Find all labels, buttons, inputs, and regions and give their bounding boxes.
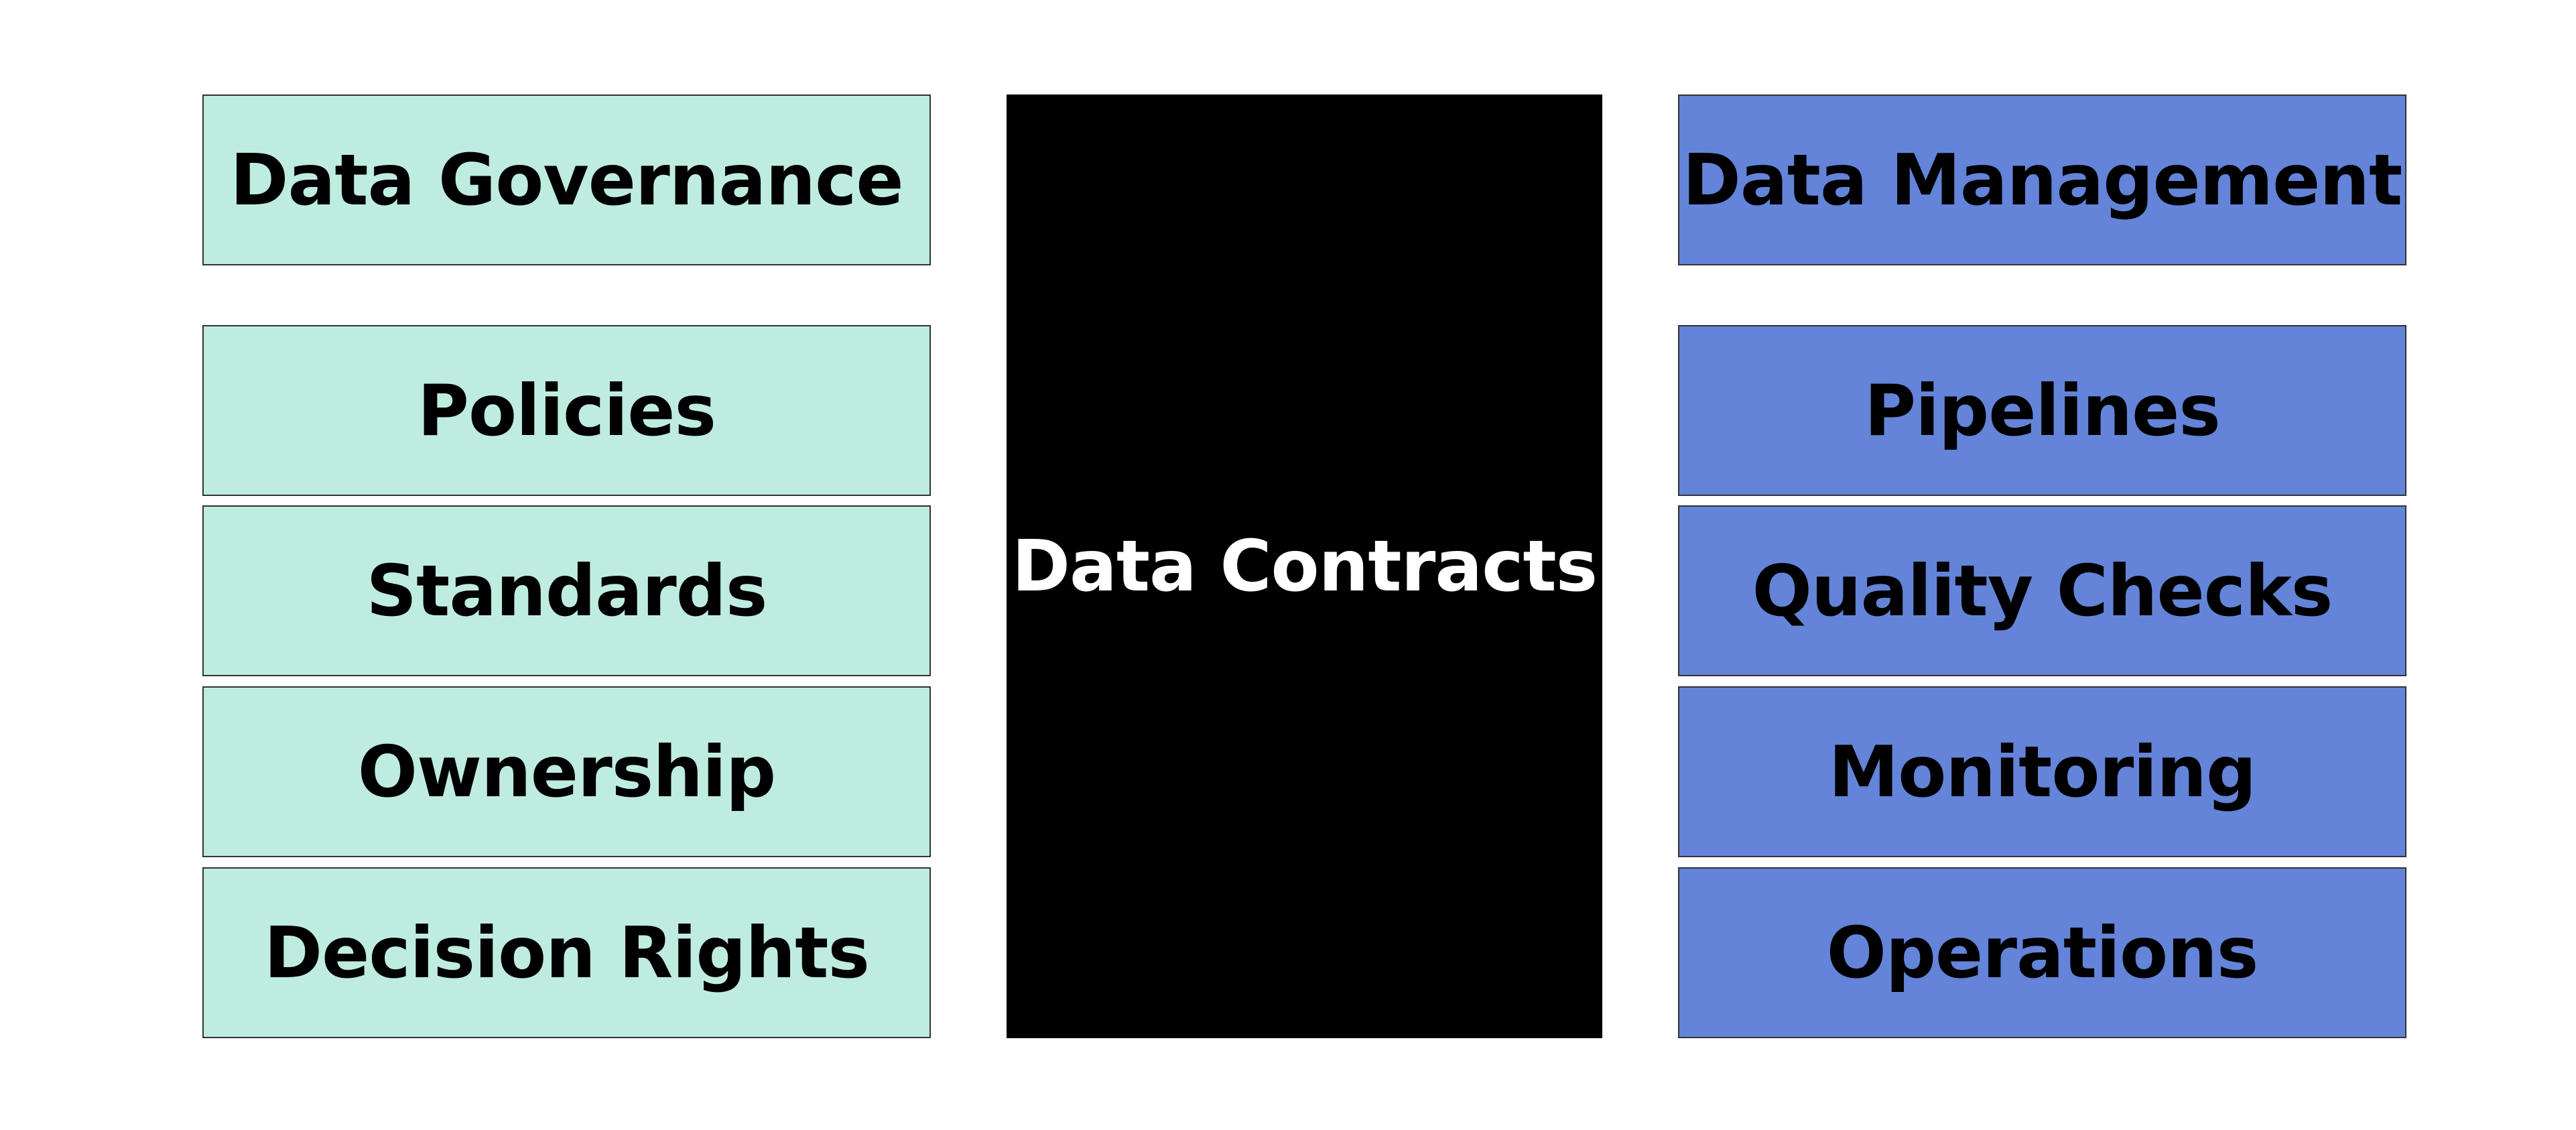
governance-item-ownership: Ownership bbox=[202, 686, 931, 857]
governance-title-box: Data Governance bbox=[202, 95, 931, 265]
management-item-operations: Operations bbox=[1678, 867, 2406, 1038]
management-item-label: Quality Checks bbox=[1752, 550, 2333, 632]
governance-item-decision-rights: Decision Rights bbox=[202, 867, 931, 1038]
management-item-quality-checks: Quality Checks bbox=[1678, 505, 2406, 676]
center-label: Data Contracts bbox=[1011, 525, 1598, 607]
center-contracts-box: Data Contracts bbox=[1007, 95, 1602, 1038]
governance-item-label: Policies bbox=[417, 369, 716, 452]
management-title-box: Data Management bbox=[1678, 95, 2406, 265]
management-title: Data Management bbox=[1682, 139, 2403, 221]
governance-item-standards: Standards bbox=[202, 505, 931, 676]
management-item-label: Pipelines bbox=[1864, 369, 2221, 452]
governance-item-policies: Policies bbox=[202, 325, 931, 496]
governance-item-label: Standards bbox=[366, 550, 768, 632]
governance-title: Data Governance bbox=[230, 139, 903, 221]
governance-item-label: Ownership bbox=[357, 731, 776, 813]
governance-item-label: Decision Rights bbox=[264, 912, 870, 994]
management-item-pipelines: Pipelines bbox=[1678, 325, 2406, 496]
management-item-label: Operations bbox=[1826, 912, 2259, 994]
management-item-label: Monitoring bbox=[1828, 731, 2256, 813]
management-item-monitoring: Monitoring bbox=[1678, 686, 2406, 857]
